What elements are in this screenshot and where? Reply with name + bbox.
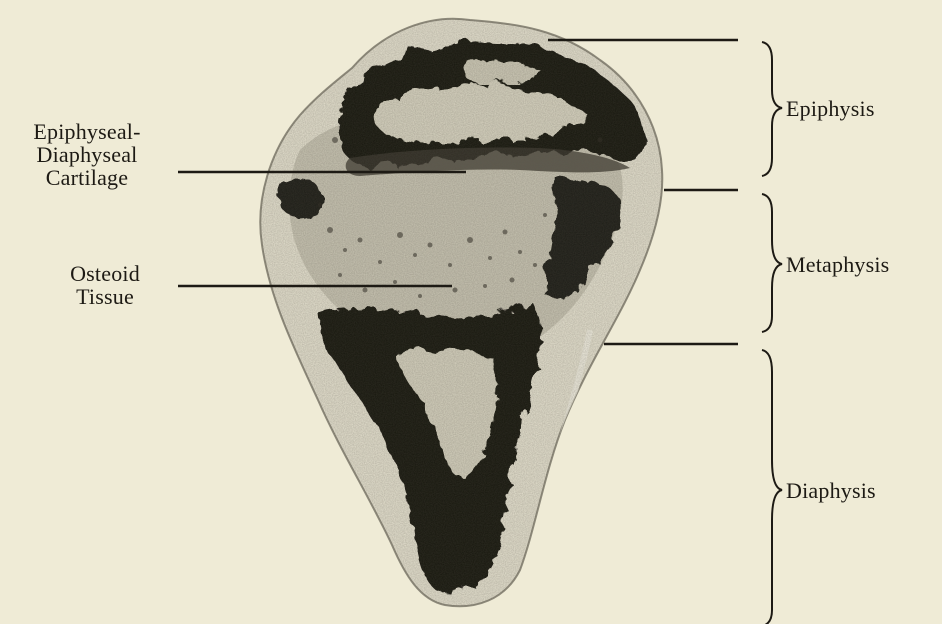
label-metaphysis: Metaphysis xyxy=(786,253,889,276)
label-diaphysis: Diaphysis xyxy=(786,479,876,502)
label-growth-plate-line1: Epiphyseal- xyxy=(12,120,162,143)
brace-diaphysis xyxy=(762,350,782,624)
brace-metaphysis xyxy=(762,194,782,332)
label-growth-plate-line2: Diaphyseal xyxy=(12,143,162,166)
label-osteoid-line2: Tissue xyxy=(40,285,170,308)
brace-epiphysis xyxy=(762,42,782,176)
label-epiphysis: Epiphysis xyxy=(786,97,875,120)
bone-section xyxy=(250,10,670,620)
label-growth-plate-line3: Cartilage xyxy=(12,166,162,189)
label-growth-plate: Epiphyseal- Diaphyseal Cartilage xyxy=(12,120,162,189)
label-osteoid-tissue: Osteoid Tissue xyxy=(40,262,170,308)
region-braces xyxy=(762,42,782,624)
label-osteoid-line1: Osteoid xyxy=(40,262,170,285)
